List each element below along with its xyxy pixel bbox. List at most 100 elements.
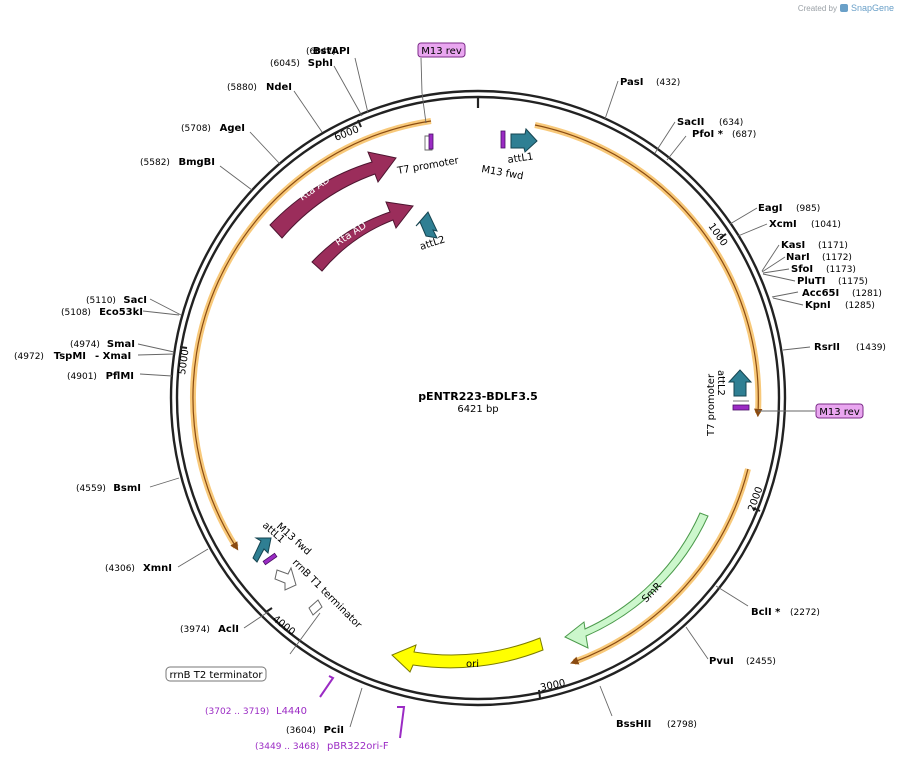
tick-mark-5000 [179, 346, 188, 349]
credit-brand: SnapGene [850, 3, 894, 13]
enzyme-tspmi-name: TspMI [54, 351, 86, 362]
m13-rev-right-site [732, 404, 750, 411]
enzyme-saci-name: SacI [123, 295, 147, 306]
rrnb-t2-terminator-glyph [308, 599, 323, 616]
enzyme-xcmi-name: XcmI [769, 219, 797, 230]
enzyme-nari-name: NarI [786, 252, 810, 263]
enzyme-pvui-pos: (2455) [746, 657, 776, 667]
primer-pbr322ori-label: pBR322ori-F [327, 741, 389, 752]
attl2-right-arrow [727, 369, 753, 397]
enzyme-sphi-name: SphI [308, 58, 333, 69]
enzyme-tspmi-pos: (4972) [14, 352, 44, 362]
attl2-right-label: attL2 [715, 370, 726, 396]
primer-m13-rev-top-label: M13 rev [421, 46, 462, 57]
enzyme-bmgbi-name: BmgBI [178, 157, 215, 168]
enzyme-bstapi-name: BstAPI [313, 46, 350, 57]
enzyme-nari-pos: (1172) [822, 253, 852, 263]
enzyme-xmai-name: - XmaI [95, 351, 131, 362]
enzyme-acc65i-name: Acc65I [802, 288, 839, 299]
enzyme-acli-pos: (3974) [180, 625, 210, 635]
enzyme-bstapi-pos: (6047) [306, 47, 336, 57]
primer-l4440-range: (3702 .. 3719) [205, 707, 269, 717]
orf-arc-right [534, 122, 763, 418]
primer-l4440-mark [319, 675, 335, 698]
enzyme-pfoi-name: PfoI * [692, 129, 724, 140]
enzyme-pflmi-pos: (4901) [67, 372, 97, 382]
attl1-top-arrow [510, 127, 538, 153]
enzyme-pcii-name: PciI [324, 725, 344, 736]
m13-fwd-top-site [500, 130, 506, 149]
enzyme-sacii-name: SacII [677, 117, 704, 128]
m13-fwd-top-label: M13 fwd [480, 164, 524, 182]
enzyme-pfoi-pos: (687) [732, 130, 756, 140]
enzyme-leaders [137, 57, 815, 728]
tick-label-3000: 3000 [539, 678, 566, 694]
enzyme-acc65i-pos: (1281) [852, 289, 882, 299]
orf-arc-left [190, 118, 432, 551]
credit-prefix: Created by [797, 3, 837, 13]
enzyme-pcii-pos: (3604) [286, 726, 316, 736]
attl1-left-arrow [252, 537, 272, 563]
primer-m13-rev-right-label: M13 rev [819, 407, 860, 418]
enzyme-eco53ki-name: Eco53kI [99, 307, 143, 318]
enzyme-ndei-name: NdeI [266, 82, 292, 93]
plasmid-name: pENTR223-BDLF3.5 [418, 390, 538, 403]
primer-l4440-label: L4440 [276, 706, 307, 717]
attl1-top-label: attL1 [507, 151, 534, 165]
primer-m13-rev-top-box [417, 42, 466, 58]
tick-mark-3000 [538, 689, 541, 699]
enzyme-smai-pos: (4974) [70, 340, 100, 350]
enzyme-pasi-pos: (432) [656, 78, 680, 88]
enzyme-sphi-pos: (6045) [270, 59, 300, 69]
tick-mark-6000 [357, 119, 362, 128]
enzyme-acli-name: AclI [218, 624, 239, 635]
rrnb-t2-terminator-box [165, 666, 267, 682]
rrnb-t1-terminator-label: rrnB T1 terminator [290, 557, 364, 631]
enzyme-saci-pos: (5110) [86, 296, 116, 306]
smr-arrow [564, 512, 709, 649]
t7-promoter-right-label: T7 promoter [706, 373, 717, 437]
tick-mark-4000 [265, 607, 273, 613]
orf-arc-lower-right [570, 468, 751, 665]
enzyme-sfoi-name: SfoI [791, 264, 813, 275]
enzyme-eco53ki-pos: (5108) [61, 308, 91, 318]
enzyme-bcli-pos: (2272) [790, 608, 820, 618]
enzyme-bmgbi-pos: (5582) [140, 158, 170, 168]
enzyme-ndei-pos: (5880) [227, 83, 257, 93]
primer-m13-rev-right-box [815, 403, 864, 419]
m13-fwd-left-site [262, 552, 278, 566]
enzyme-eagi-pos: (985) [796, 204, 820, 214]
enzyme-sfoi-pos: (1173) [826, 265, 856, 275]
rrnb-t1-terminator-arrow [274, 566, 297, 591]
primer-pbr322ori-range: (3449 .. 3468) [255, 742, 319, 752]
enzyme-agei-name: AgeI [220, 123, 245, 134]
enzyme-xmni-name: XmnI [143, 563, 172, 574]
snapgene-logo-icon [839, 4, 848, 12]
rta-ad-arrow-inner [311, 201, 414, 272]
enzyme-pasi-name: PasI [620, 77, 643, 88]
t7-promoter-top-label: T7 promoter [396, 155, 461, 177]
enzyme-bcli-name: BclI * [751, 607, 781, 618]
enzyme-kasi-pos: (1171) [818, 241, 848, 251]
plasmid-size: 6421 bp [457, 404, 498, 415]
ori-arrow [391, 637, 544, 673]
enzyme-eagi-name: EagI [758, 203, 782, 214]
enzyme-sacii-pos: (634) [719, 118, 743, 128]
tick-label-5000: 5000 [177, 349, 191, 376]
enzyme-kpni-pos: (1285) [845, 301, 875, 311]
enzyme-pflmi-name: PflMI [106, 371, 134, 382]
enzyme-pluti-name: PluTI [797, 276, 825, 287]
enzyme-xcmi-pos: (1041) [811, 220, 841, 230]
enzyme-bsshii-name: BssHII [616, 719, 651, 730]
enzyme-bsshii-pos: (2798) [667, 720, 697, 730]
enzyme-rsrii-name: RsrII [814, 342, 840, 353]
enzyme-xmni-pos: (4306) [105, 564, 135, 574]
enzyme-kasi-name: KasI [781, 240, 805, 251]
enzyme-rsrii-pos: (1439) [856, 343, 886, 353]
rta-ad-arrow-outer [269, 151, 397, 239]
ori-label: ori [466, 659, 479, 670]
enzyme-bsmi-name: BsmI [113, 483, 141, 494]
enzyme-kpni-name: KpnI [805, 300, 831, 311]
attl2-inner-label: attL2 [419, 234, 447, 252]
